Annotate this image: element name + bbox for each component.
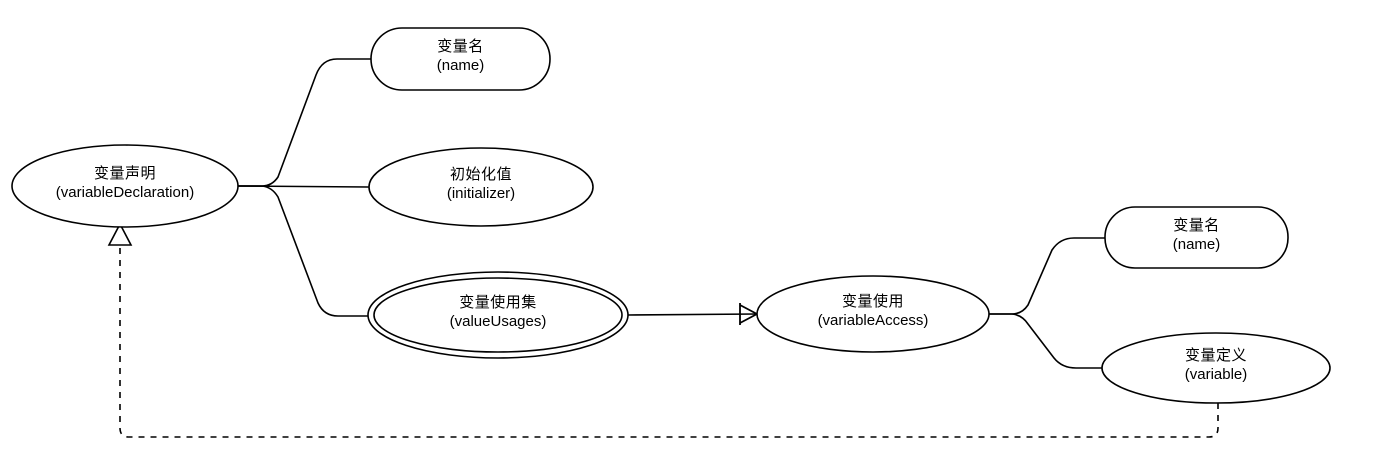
edge-declaration-to-name[interactable]: [237, 58, 372, 187]
node-layer: [11, 27, 1331, 404]
node-name-right[interactable]: [1104, 206, 1289, 269]
open-arrow-bar-marker: [739, 303, 758, 325]
edge-layer: [107, 58, 1219, 438]
hollow-triangle-arrowhead: [107, 222, 133, 246]
node-variable[interactable]: [1101, 332, 1331, 404]
node-initializer[interactable]: [368, 147, 594, 227]
edge-variableaccess-to-name[interactable]: [988, 237, 1106, 315]
node-variable-access[interactable]: [756, 275, 990, 353]
node-name-top[interactable]: [370, 27, 551, 91]
edge-variableaccess-to-variable[interactable]: [988, 313, 1103, 369]
edge-variable-to-declaration-dashed[interactable]: [119, 243, 1219, 438]
edge-variableaccess-to-valueusages[interactable]: [627, 313, 758, 316]
edge-declaration-to-valueusages[interactable]: [237, 185, 369, 317]
node-variable-declaration[interactable]: [11, 144, 239, 228]
node-value-usages[interactable]: [367, 271, 629, 359]
